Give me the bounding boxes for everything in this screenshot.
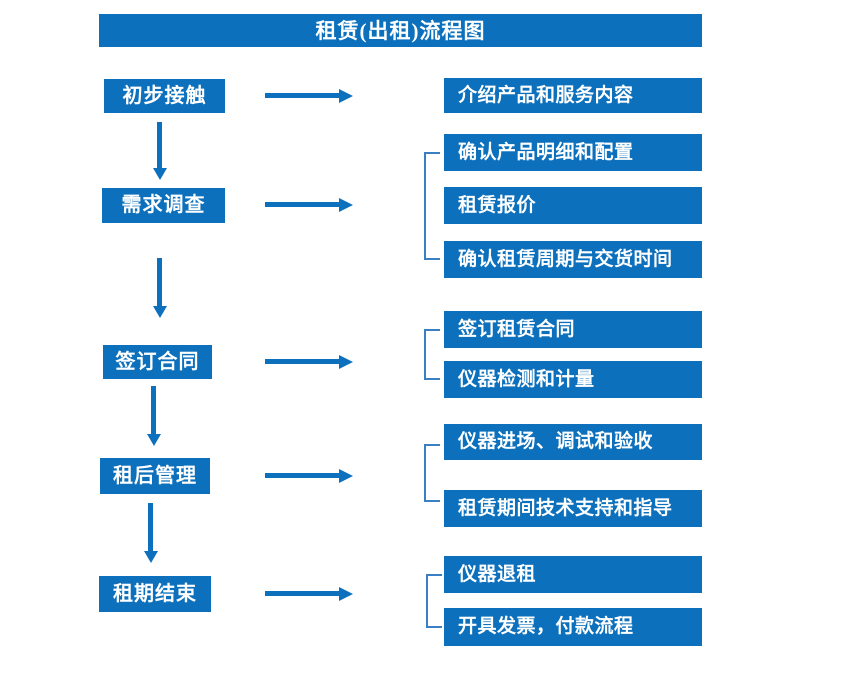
detail-box-invoice-payment: 开具发票，付款流程 (444, 608, 702, 646)
group-bracket-sign-contract (424, 329, 440, 380)
stage-box-requirement-survey: 需求调查 (102, 188, 225, 223)
detail-box-rental-quotation: 租赁报价 (444, 187, 702, 224)
group-bracket-requirement-survey (424, 152, 440, 260)
right-arrow-4 (265, 473, 339, 478)
detail-box-instrument-return: 仪器退租 (444, 556, 702, 593)
group-bracket-rental-end (426, 574, 442, 628)
down-arrow-3 (151, 386, 156, 434)
right-arrow-2 (265, 202, 339, 207)
right-arrow-1 (265, 93, 339, 98)
right-arrow-5 (265, 591, 339, 596)
detail-box-confirm-product-details: 确认产品明细和配置 (444, 134, 702, 171)
detail-box-technical-support: 租赁期间技术支持和指导 (444, 490, 702, 527)
stage-box-sign-contract: 签订合同 (103, 345, 212, 379)
detail-box-instrument-testing: 仪器检测和计量 (444, 361, 702, 398)
down-arrow-1 (157, 122, 162, 168)
detail-box-introduce-products: 介绍产品和服务内容 (444, 78, 702, 113)
stage-box-post-rental-management: 租后管理 (100, 458, 210, 494)
group-bracket-post-rental (424, 444, 440, 502)
detail-box-instrument-setup: 仪器进场、调试和验收 (444, 424, 702, 460)
down-arrow-2 (157, 258, 162, 306)
stage-box-rental-end: 租期结束 (99, 576, 211, 612)
down-arrow-4 (148, 503, 153, 551)
flowchart-title: 租赁(出租)流程图 (99, 14, 702, 47)
detail-box-sign-rental-contract: 签订租赁合同 (444, 311, 702, 348)
detail-box-confirm-rental-period: 确认租赁周期与交货时间 (444, 241, 702, 278)
right-arrow-3 (265, 359, 339, 364)
stage-box-initial-contact: 初步接触 (104, 79, 225, 113)
